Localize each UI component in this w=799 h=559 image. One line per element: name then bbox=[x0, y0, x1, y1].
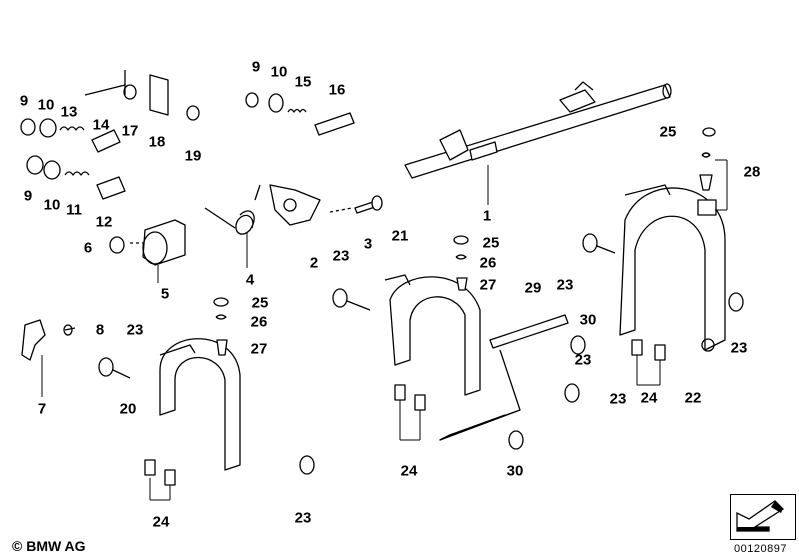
callout-24: 24 bbox=[400, 462, 418, 480]
callout-20: 20 bbox=[119, 400, 137, 418]
parts-7-8 bbox=[21, 319, 76, 361]
callout-23: 23 bbox=[294, 509, 312, 527]
callout-25: 25 bbox=[659, 123, 677, 141]
part-20-shift-fork bbox=[159, 338, 241, 471]
callout-24: 24 bbox=[152, 513, 170, 531]
part-2-bracket bbox=[269, 184, 321, 226]
callout-21: 21 bbox=[391, 227, 409, 245]
callout-23: 23 bbox=[609, 390, 627, 408]
callout-23: 23 bbox=[126, 321, 144, 339]
callout-4: 4 bbox=[245, 271, 255, 289]
leader-lines bbox=[41, 159, 728, 501]
callout-26: 26 bbox=[479, 254, 497, 272]
callout-29: 29 bbox=[524, 279, 542, 297]
callout-3: 3 bbox=[363, 235, 373, 253]
callout-9: 9 bbox=[19, 92, 29, 110]
callout-12: 12 bbox=[95, 213, 113, 231]
document-number: 00120897 bbox=[734, 543, 787, 555]
callout-27: 27 bbox=[479, 276, 497, 294]
parts-17-19 bbox=[84, 70, 200, 121]
part-5-housing bbox=[130, 219, 186, 266]
parts-29-30 bbox=[439, 314, 569, 441]
callout-23: 23 bbox=[574, 351, 592, 369]
callout-1: 1 bbox=[482, 207, 492, 225]
callout-6: 6 bbox=[83, 239, 93, 257]
parts-24 bbox=[144, 339, 666, 486]
part-1-shift-rod bbox=[404, 81, 672, 179]
callout-26: 26 bbox=[250, 313, 268, 331]
parts-row-upper-center bbox=[245, 92, 355, 136]
callout-18: 18 bbox=[148, 133, 166, 151]
callout-24: 24 bbox=[640, 389, 658, 407]
callout-16: 16 bbox=[328, 81, 346, 99]
callout-5: 5 bbox=[160, 285, 170, 303]
callout-2: 2 bbox=[309, 254, 319, 272]
part-3-bolt bbox=[329, 195, 383, 214]
arrow-down-left-icon bbox=[736, 500, 785, 532]
parts-row-upper-left bbox=[20, 118, 126, 200]
bolts-23 bbox=[98, 233, 744, 475]
copyright-text: © BMW AG bbox=[12, 538, 86, 554]
callout-10: 10 bbox=[37, 96, 55, 114]
callout-8: 8 bbox=[95, 321, 105, 339]
part-6-bushing bbox=[109, 236, 125, 254]
callout-13: 13 bbox=[60, 103, 78, 121]
part-28-plunger bbox=[697, 152, 717, 216]
callout-23: 23 bbox=[730, 339, 748, 357]
callout-30: 30 bbox=[579, 311, 597, 329]
callout-10: 10 bbox=[43, 196, 61, 214]
callout-25: 25 bbox=[251, 294, 269, 312]
callout-9: 9 bbox=[23, 187, 33, 205]
part-4-spring bbox=[204, 184, 261, 235]
callout-17: 17 bbox=[121, 122, 139, 140]
callout-22: 22 bbox=[684, 389, 702, 407]
callout-10: 10 bbox=[270, 63, 288, 81]
parts-25-27 bbox=[213, 127, 716, 356]
callout-27: 27 bbox=[250, 340, 268, 358]
callout-30: 30 bbox=[506, 462, 524, 480]
callout-19: 19 bbox=[184, 147, 202, 165]
callout-28: 28 bbox=[743, 163, 761, 181]
part-21-shift-fork bbox=[384, 274, 481, 396]
callout-25: 25 bbox=[482, 234, 500, 252]
part-22-shift-fork bbox=[619, 184, 726, 352]
callout-23: 23 bbox=[332, 247, 350, 265]
callout-23: 23 bbox=[556, 276, 574, 294]
navigate-back-button[interactable] bbox=[730, 494, 796, 540]
callout-11: 11 bbox=[66, 201, 82, 219]
callout-14: 14 bbox=[92, 116, 110, 134]
callout-7: 7 bbox=[37, 400, 47, 418]
callout-9: 9 bbox=[251, 58, 261, 76]
callout-15: 15 bbox=[294, 73, 312, 91]
